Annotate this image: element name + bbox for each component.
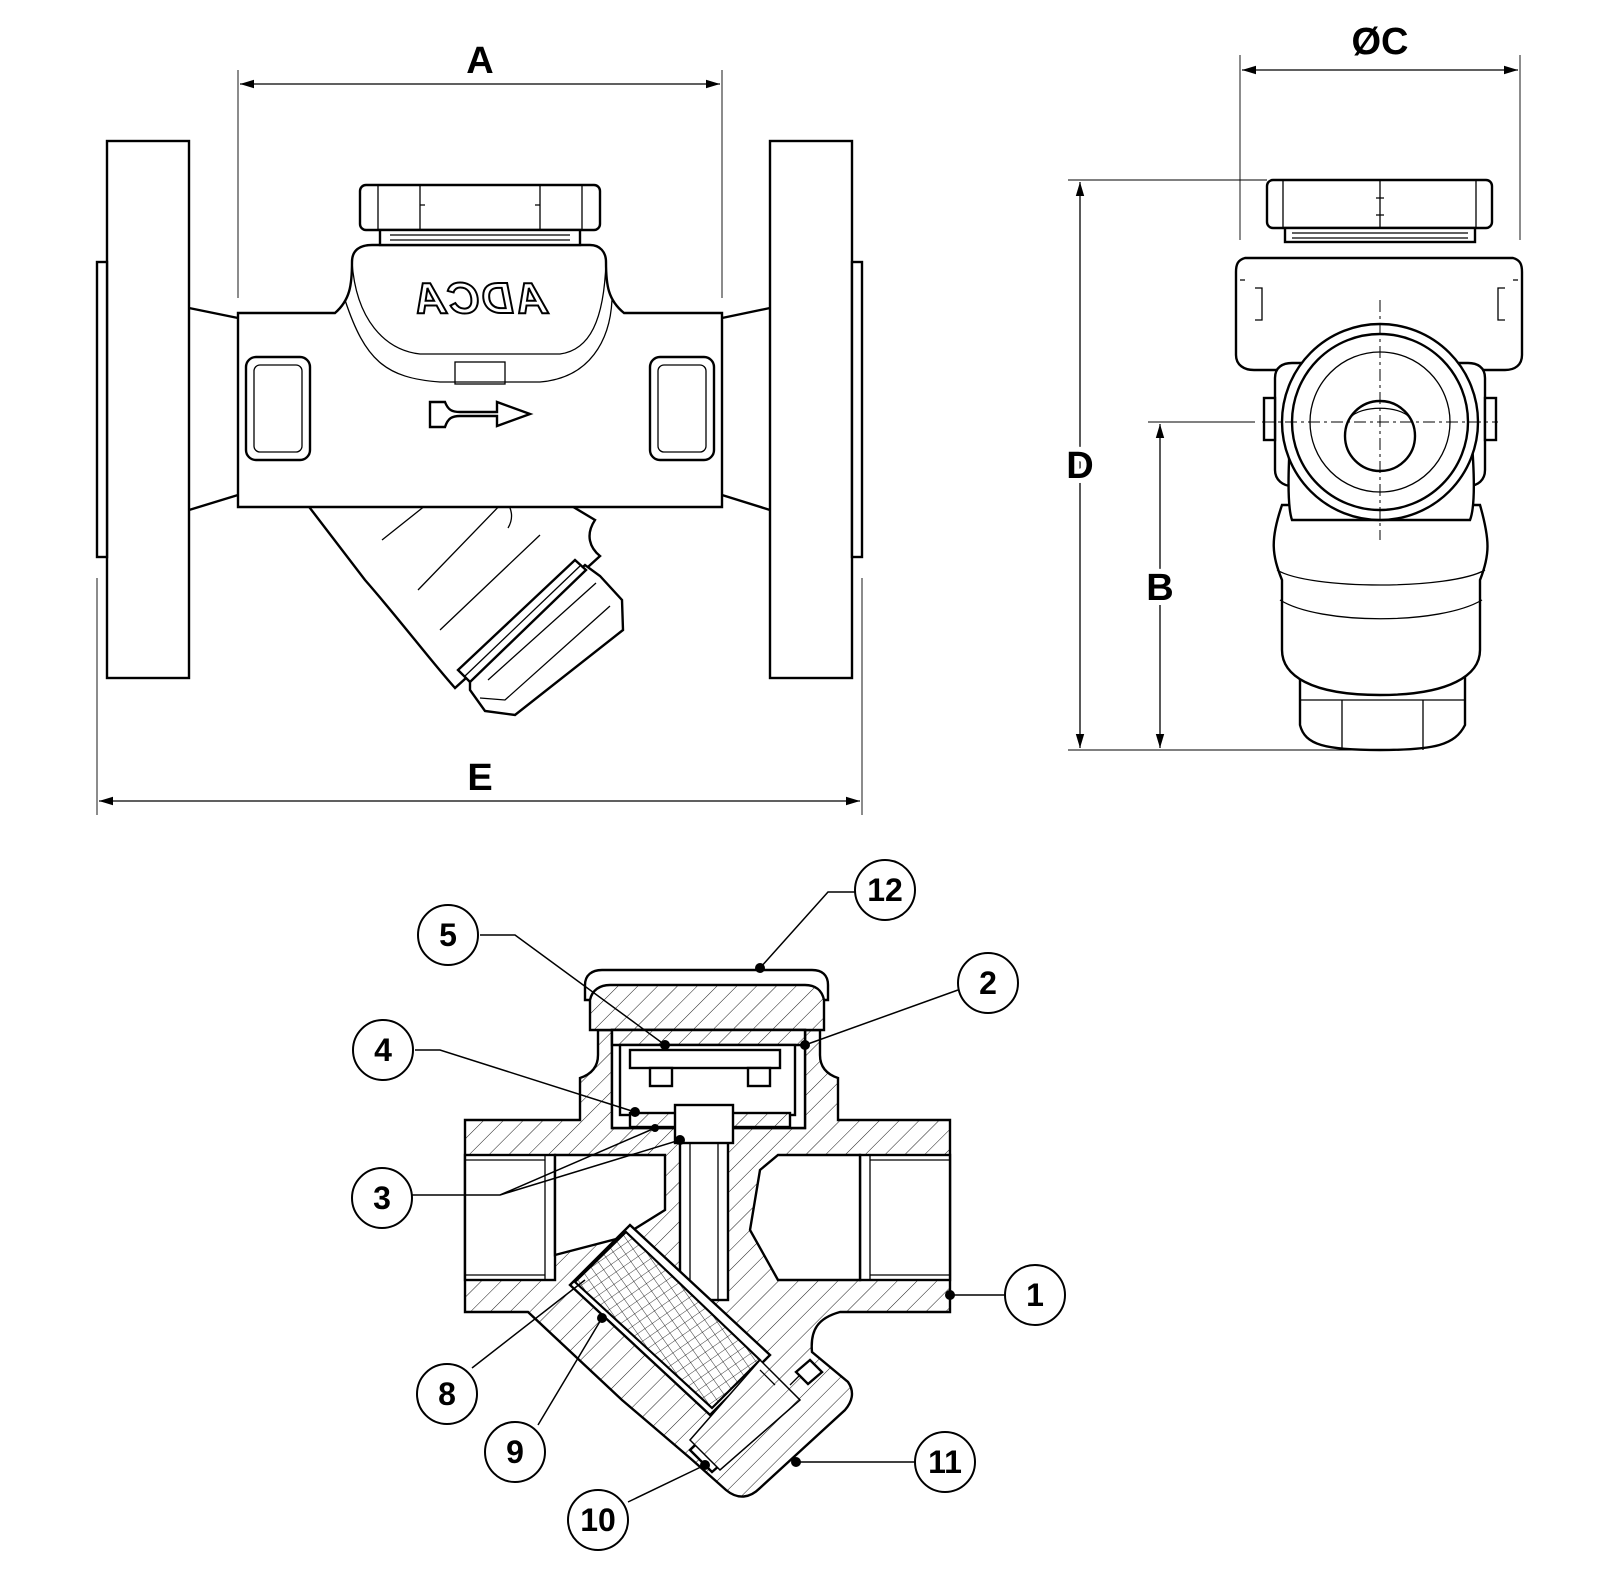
body-contour	[351, 261, 607, 355]
callout-12: 12	[854, 859, 916, 921]
dimension-d: D	[1061, 179, 1380, 751]
svg-text:1: 1	[1026, 1277, 1044, 1313]
dimension-c-label: ØC	[1352, 21, 1409, 63]
adca-logo: ADCA	[412, 274, 548, 323]
outlet-bore	[858, 1153, 952, 1282]
dimension-a-label: A	[466, 40, 493, 82]
side-body-top	[1234, 256, 1524, 372]
cover-plate	[588, 983, 826, 1032]
svg-text:9: 9	[506, 1434, 524, 1470]
svg-text:10: 10	[580, 1502, 616, 1538]
right-neck	[721, 306, 771, 512]
callouts: 1 2 3 4 5	[351, 859, 1066, 1551]
vertical-passage	[678, 1128, 730, 1302]
side-view: ØC D B	[1061, 21, 1524, 752]
callout-9: 9	[484, 1421, 546, 1483]
right-window	[648, 355, 716, 462]
callout-11: 11	[914, 1431, 976, 1493]
strainer-leg	[298, 459, 625, 717]
left-flange-face	[95, 260, 109, 559]
svg-text:2: 2	[979, 965, 997, 1001]
svg-text:4: 4	[374, 1032, 392, 1068]
callout-8: 8	[416, 1363, 478, 1425]
callout-3: 3	[351, 1167, 413, 1229]
svg-text:3: 3	[373, 1180, 391, 1216]
inlet-bore	[463, 1153, 557, 1282]
flow-direction-icon	[428, 400, 534, 429]
dimension-e: E	[96, 578, 863, 815]
right-flange	[768, 139, 854, 680]
valve-body	[236, 243, 724, 509]
dimension-c: ØC	[1239, 21, 1521, 240]
callout-1: 1	[1004, 1264, 1066, 1326]
dimension-e-label: E	[467, 757, 492, 799]
dimension-a: A	[237, 40, 723, 298]
callout-5: 5	[417, 904, 479, 966]
side-port-bore	[1343, 399, 1417, 473]
right-flange-face	[850, 260, 864, 559]
dimension-b-label: B	[1146, 567, 1173, 609]
callout-4: 4	[352, 1019, 414, 1081]
top-cap	[358, 183, 602, 232]
dimension-b: B	[1141, 421, 1255, 748]
dimension-d-label: D	[1066, 445, 1093, 487]
front-view: ADCA A E	[95, 40, 864, 815]
callout-10: 10	[567, 1489, 629, 1551]
svg-text:5: 5	[439, 917, 457, 953]
section-view	[463, 968, 952, 1498]
left-window	[244, 355, 312, 462]
left-flange	[105, 139, 191, 680]
svg-text:12: 12	[867, 872, 903, 908]
strainer-bowl	[1272, 503, 1489, 697]
left-neck	[188, 306, 239, 512]
svg-text:8: 8	[438, 1376, 456, 1412]
seat-insert	[673, 1103, 735, 1145]
callout-2: 2	[957, 952, 1019, 1014]
svg-text:11: 11	[928, 1444, 962, 1480]
